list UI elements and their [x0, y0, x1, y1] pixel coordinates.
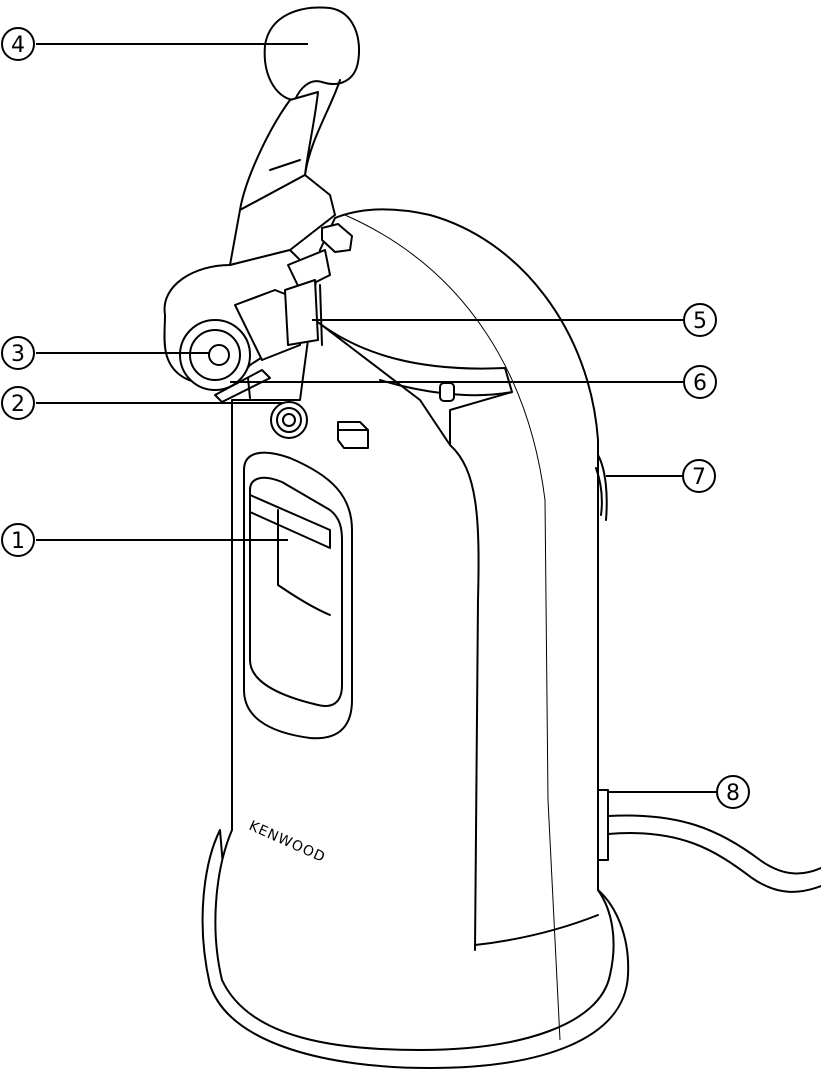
callout-2: 2: [1, 386, 282, 420]
callout-5: 5: [312, 303, 717, 337]
callouts: 1 2 3 4 5 6 7: [1, 27, 750, 809]
adjust-knob: [270, 401, 308, 439]
center-seam: [344, 214, 561, 1041]
release-button: [337, 421, 369, 449]
power-cord: [607, 814, 821, 893]
callout-3-label: 3: [11, 342, 25, 367]
callout-1: 1: [1, 523, 288, 557]
main-shell: [214, 208, 615, 1051]
callout-4: 4: [1, 27, 308, 61]
callout-4-label: 4: [11, 33, 25, 58]
callout-6-label: 6: [693, 371, 707, 396]
lid-knob: [439, 382, 455, 402]
callout-8-label: 8: [726, 781, 740, 806]
magnet-lid-lifter: [284, 223, 353, 346]
callout-5-label: 5: [693, 309, 707, 334]
cutting-head: [163, 249, 306, 391]
callout-3: 3: [1, 336, 210, 370]
lever: [249, 494, 331, 549]
callout-1-label: 1: [11, 529, 25, 554]
callout-6: 6: [230, 365, 717, 399]
callout-2-label: 2: [11, 392, 25, 417]
appliance-body: [201, 208, 630, 1069]
lever-arm: [229, 6, 360, 266]
lever-grip: [263, 6, 360, 101]
callout-8: 8: [608, 775, 750, 809]
knife-sharpener-slot: [597, 454, 608, 521]
callout-7-label: 7: [692, 465, 706, 490]
callout-7: 7: [606, 459, 716, 493]
front-lever-window: [243, 451, 353, 740]
